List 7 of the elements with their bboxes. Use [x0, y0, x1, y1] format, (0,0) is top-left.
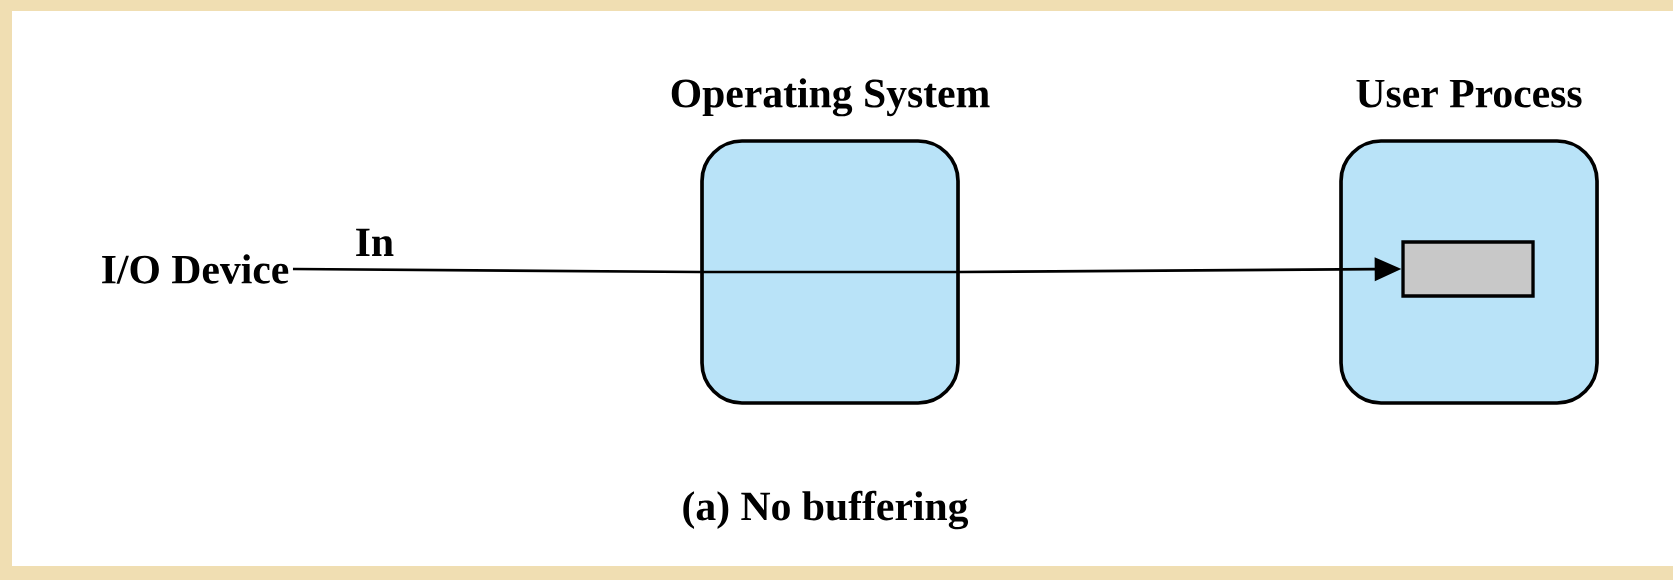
device-label: I/O Device [102, 254, 289, 284]
caption: (a) No buffering [683, 490, 969, 530]
process-box: Operating System [671, 78, 990, 405]
edge-label: In [356, 228, 394, 256]
node-label: User Process [1356, 79, 1582, 108]
buffer-box [1401, 240, 1535, 298]
node-label: Operating System [671, 78, 990, 117]
